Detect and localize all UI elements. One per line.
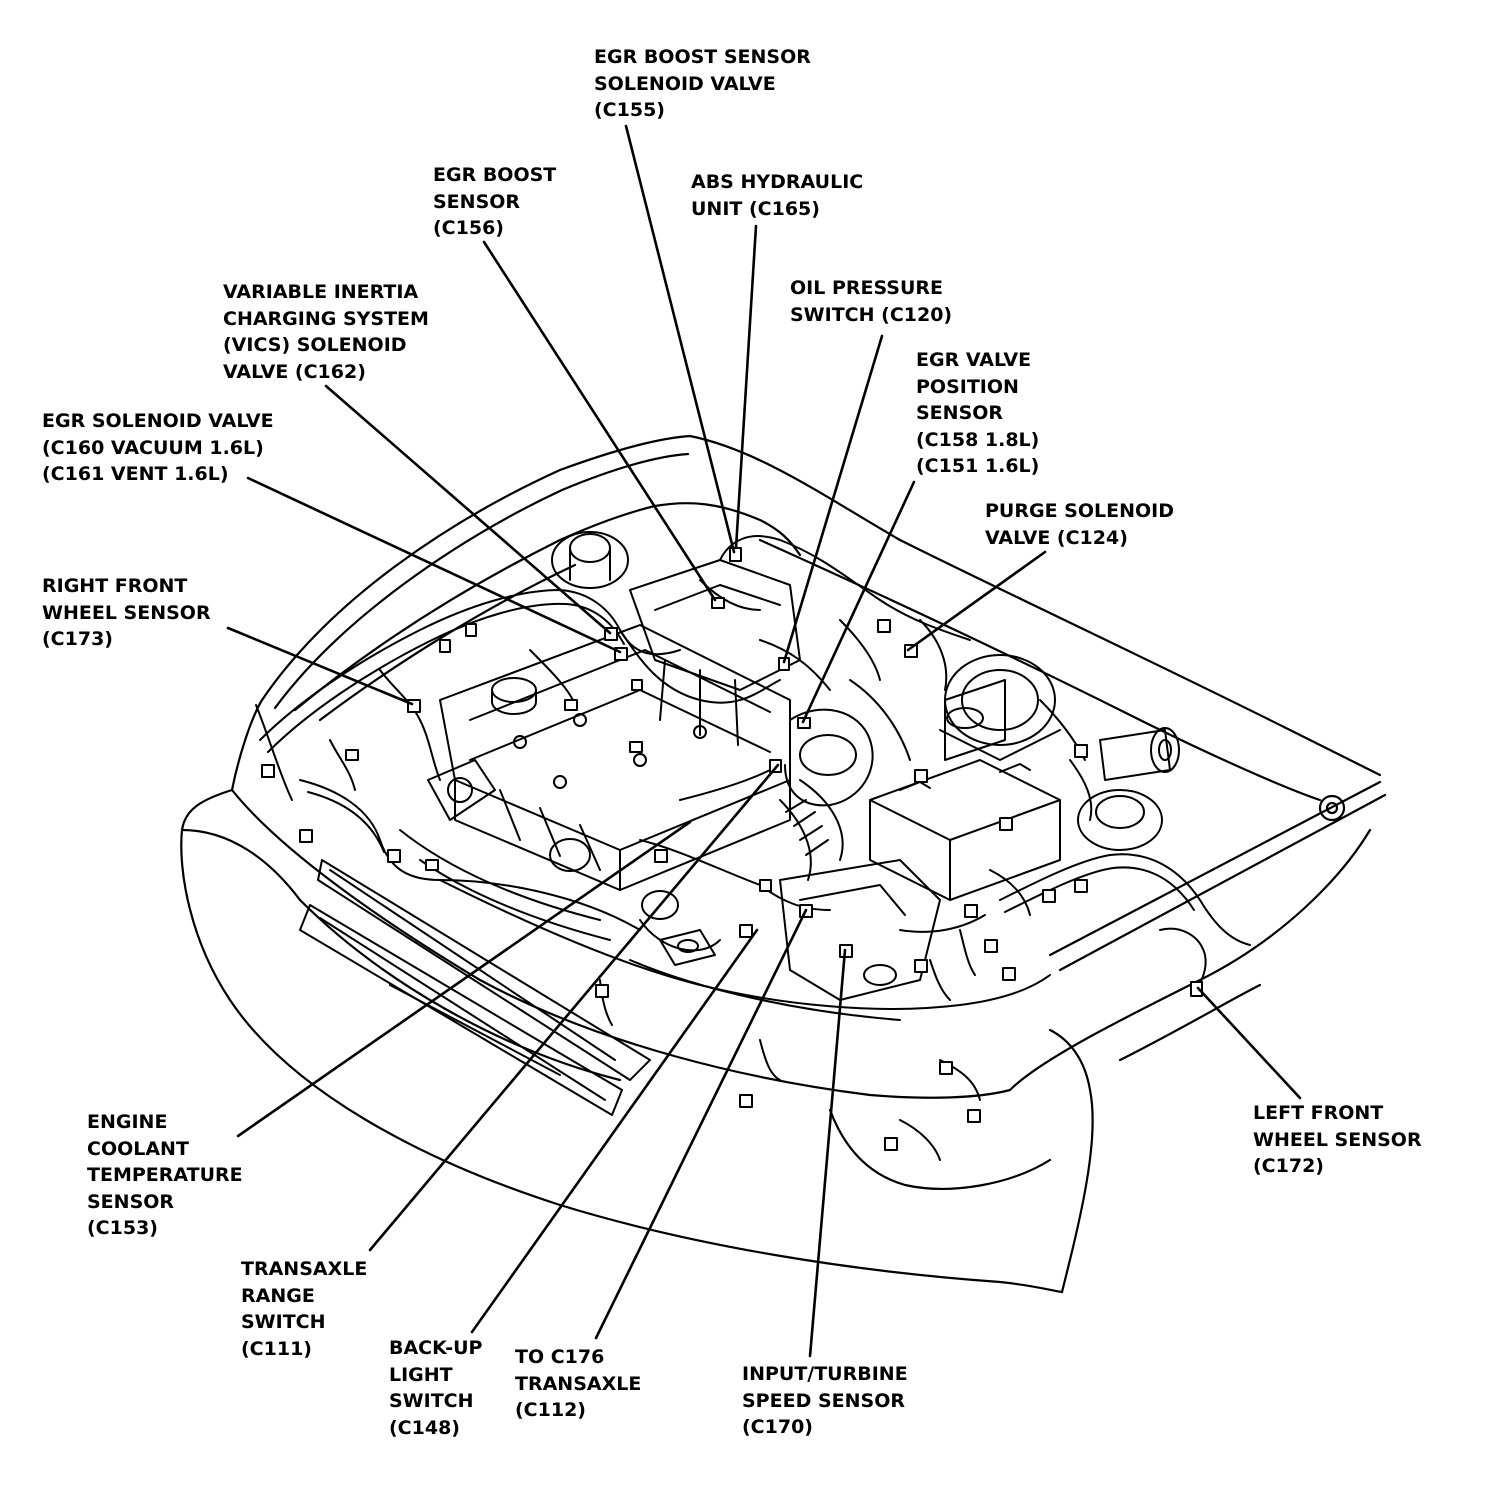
left-axle-shaft [1048, 780, 1387, 972]
label-vics-solenoid-valve: VARIABLE INERTIA CHARGING SYSTEM (VICS) … [223, 281, 429, 383]
leader-lines [226, 124, 1302, 1358]
label-input-turbine-speed-sensor: INPUT/TURBINE SPEED SENSOR (C170) [742, 1363, 908, 1438]
label-egr-solenoid-valve: EGR SOLENOID VALVE (C160 VACUUM 1.6L) (C… [42, 410, 274, 485]
label-to-c176-transaxle: TO C176 TRANSAXLE (C112) [515, 1346, 642, 1421]
car-body-outline [180, 434, 1382, 1294]
label-abs-hydraulic-unit: ABS HYDRAULIC UNIT (C165) [691, 171, 864, 220]
connectors [261, 547, 1203, 1151]
label-egr-valve-position-sensor: EGR VALVE POSITION SENSOR (C158 1.8L) (C… [916, 349, 1040, 477]
label-left-front-wheel-sensor: LEFT FRONT WHEEL SENSOR (C172) [1253, 1102, 1422, 1177]
label-back-up-light-switch: BACK-UP LIGHT SWITCH (C148) [389, 1337, 483, 1439]
label-engine-coolant-temperature-sensor: ENGINE COOLANT TEMPERATURE SENSOR (C153) [87, 1111, 243, 1239]
label-right-front-wheel-sensor: RIGHT FRONT WHEEL SENSOR (C173) [42, 575, 211, 650]
label-purge-solenoid-valve: PURGE SOLENOID VALVE (C124) [985, 500, 1174, 549]
engine-block [399, 531, 1180, 1001]
label-egr-boost-sensor: EGR BOOST SENSOR (C156) [433, 164, 557, 239]
label-transaxle-range-switch: TRANSAXLE RANGE SWITCH (C111) [241, 1258, 368, 1360]
label-egr-boost-sensor-solenoid-valve: EGR BOOST SENSOR SOLENOID VALVE (C155) [594, 46, 811, 121]
label-oil-pressure-switch: OIL PRESSURE SWITCH (C120) [790, 277, 953, 326]
front-grille [299, 859, 651, 1116]
